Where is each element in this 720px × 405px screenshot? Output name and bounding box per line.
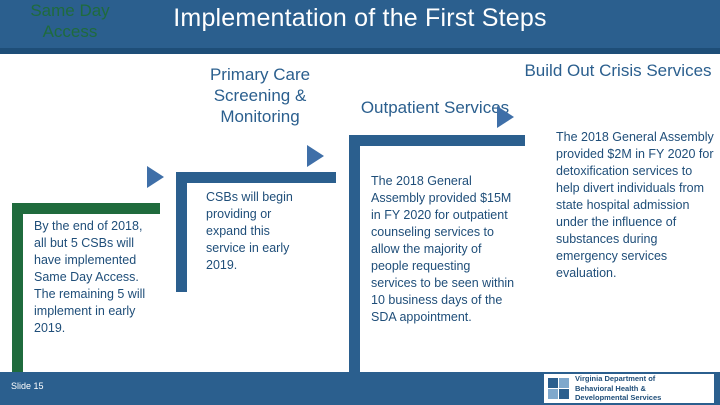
title-underline: [0, 48, 720, 54]
page-title: Implementation of the First Steps: [173, 4, 547, 32]
slide-number: Slide 15: [11, 381, 44, 391]
column-body-1: By the end of 2018, all but 5 CSBs will …: [34, 219, 146, 335]
column-bar-3: [349, 135, 525, 146]
title-band: [0, 0, 720, 48]
agency-logo: Virginia Department of Behavioral Health…: [544, 374, 714, 403]
logo-text: Virginia Department of Behavioral Health…: [575, 374, 661, 403]
logo-squares-icon: [547, 377, 571, 401]
arrow-icon-2: [307, 145, 324, 167]
column-body-3: The 2018 General Assembly provided $15M …: [371, 174, 515, 324]
logo-line-2: Behavioral Health &: [575, 383, 646, 393]
column-side-bar-2: [176, 172, 187, 292]
logo-line-1: Virginia Department of: [575, 374, 656, 384]
column-heading-3: Outpatient Services: [360, 98, 510, 117]
arrow-icon-3: [497, 106, 514, 128]
column-bar-1: [12, 203, 160, 214]
column-side-bar-3: [349, 135, 360, 385]
column-body-2: CSBs will begin providing or expand this…: [206, 190, 293, 272]
column-body-4: The 2018 General Assembly provided $2M i…: [556, 130, 714, 280]
column-heading-4: Build Out Crisis Services: [524, 61, 712, 80]
column-side-bar-1: [12, 203, 23, 383]
logo-line-3: Developmental Services: [575, 393, 662, 403]
column-heading-2: Primary Care Screening & Monitoring: [209, 65, 311, 126]
column-bar-2: [176, 172, 336, 183]
arrow-icon-1: [147, 166, 164, 188]
column-heading-1: Same Day Access: [30, 1, 110, 41]
